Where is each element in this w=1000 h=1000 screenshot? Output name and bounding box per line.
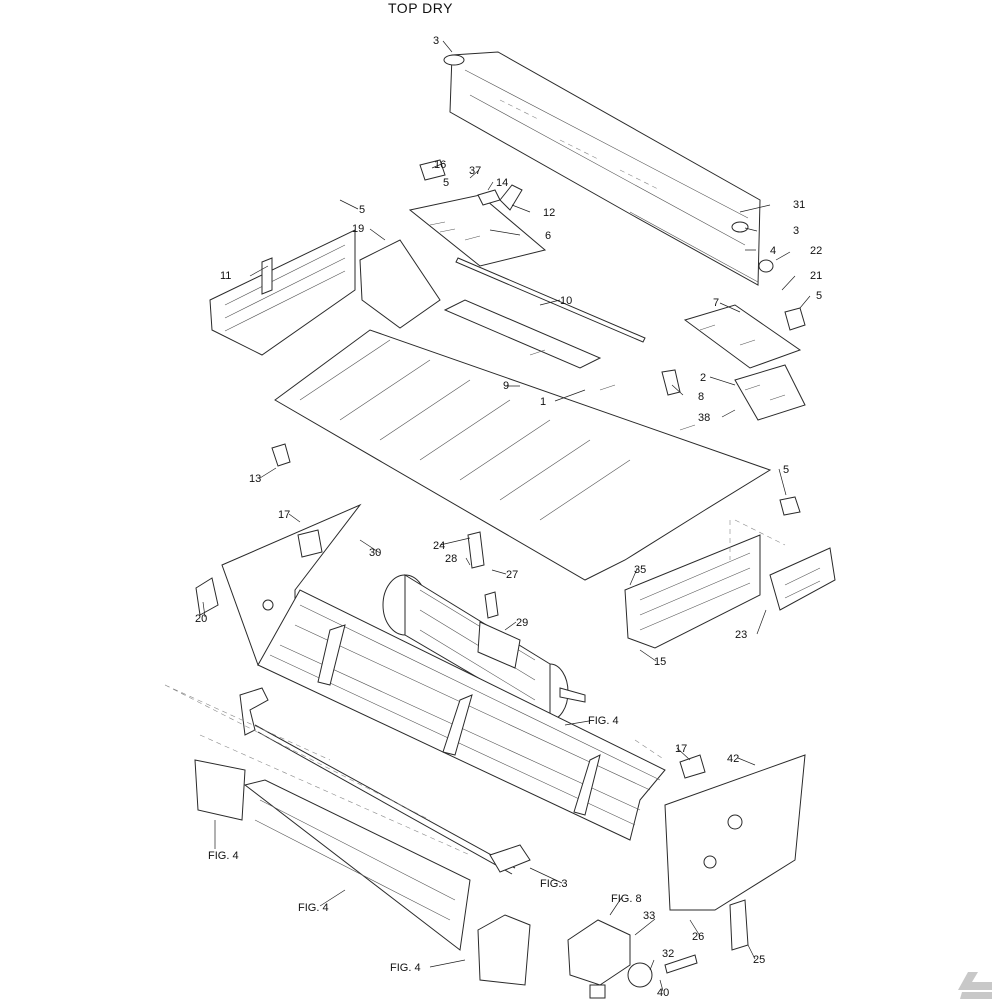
- lower-guard-panels: [194, 759, 531, 986]
- callout-20: 20: [195, 613, 207, 625]
- bracket-13: [271, 443, 291, 467]
- callout-37: 37: [469, 165, 481, 177]
- callout-38: 38: [698, 412, 710, 424]
- callout-5: 5: [443, 177, 449, 189]
- main-top-plate: [274, 299, 772, 581]
- callout-23: 23: [735, 629, 747, 641]
- callout-5: 5: [816, 290, 822, 302]
- figure-ref-fig3: FIG.3: [540, 878, 568, 890]
- callout-19: 19: [352, 223, 364, 235]
- callout-14: 14: [496, 177, 508, 189]
- callout-24: 24: [433, 540, 445, 552]
- trough-assembly: [257, 589, 666, 841]
- callout-31: 31: [793, 199, 805, 211]
- figure-ref-fig4: FIG. 4: [208, 850, 239, 862]
- callout-28: 28: [445, 553, 457, 565]
- callout-11: 11: [220, 270, 231, 282]
- callout-32: 32: [662, 948, 674, 960]
- left-end-plate: [195, 503, 362, 667]
- callout-12: 12: [543, 207, 555, 219]
- top-cover-part: [443, 51, 774, 286]
- rod-part: [455, 257, 646, 343]
- callout-29: 29: [516, 617, 528, 629]
- callout-25: 25: [753, 954, 765, 966]
- callout-8: 8: [698, 391, 704, 403]
- callout-16: 16: [434, 159, 446, 171]
- callout-10: 10: [560, 295, 572, 307]
- callout-1: 1: [540, 396, 546, 408]
- callout-17: 17: [675, 743, 687, 755]
- right-end-plate: [664, 754, 806, 951]
- leader-lines: [202, 40, 811, 992]
- rotor-assembly: [382, 531, 586, 721]
- callout-35: 35: [634, 564, 646, 576]
- callout-21: 21: [810, 270, 822, 282]
- callout-6: 6: [545, 230, 551, 242]
- callout-2: 2: [700, 372, 706, 384]
- figure-ref-fig4: FIG. 4: [390, 962, 421, 974]
- callout-42: 42: [727, 753, 739, 765]
- callout-27: 27: [506, 569, 518, 581]
- panel-19: [359, 239, 441, 329]
- figure-ref-fig4: FIG. 4: [588, 715, 619, 727]
- callout-33: 33: [643, 910, 655, 922]
- right-bracket-plates: [661, 304, 806, 516]
- right-side-panel: [624, 534, 836, 649]
- callout-3: 3: [793, 225, 799, 237]
- callout-26: 26: [692, 931, 704, 943]
- callout-40: 40: [657, 987, 669, 999]
- callout-22: 22: [810, 245, 822, 257]
- callout-15: 15: [654, 656, 666, 668]
- gearbox: [567, 919, 698, 999]
- figure-ref-fig4: FIG. 4: [298, 902, 329, 914]
- callout-7: 7: [713, 297, 719, 309]
- callout-9: 9: [503, 380, 509, 392]
- crank-shaft: [239, 687, 531, 875]
- callout-5: 5: [359, 204, 365, 216]
- figure-ref-fig8: FIG. 8: [611, 893, 642, 905]
- callout-4: 4: [770, 245, 776, 257]
- callout-13: 13: [249, 473, 261, 485]
- callout-3: 3: [433, 35, 439, 47]
- callout-labels: 3 31 3 4 22 21 5 7 2 8 38 5 10 9 1 11 19…: [195, 35, 822, 999]
- left-side-panel: [209, 229, 356, 356]
- corner-logo-icon: [958, 972, 992, 999]
- callout-5: 5: [783, 464, 789, 476]
- callout-30: 30: [369, 547, 381, 559]
- callout-17: 17: [278, 509, 290, 521]
- diagram-title: TOP DRY: [388, 0, 453, 16]
